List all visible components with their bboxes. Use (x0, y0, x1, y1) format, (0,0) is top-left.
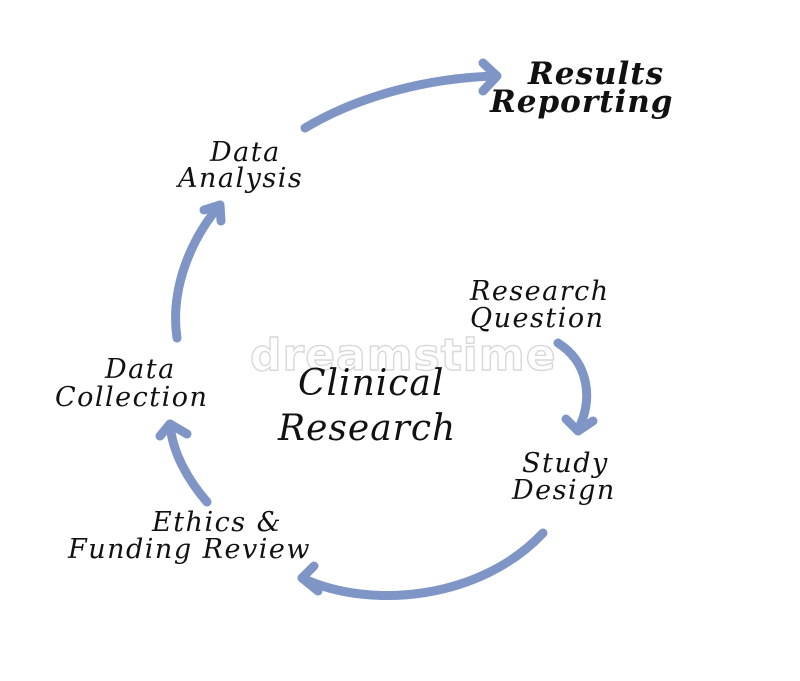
arrow-analysis-to-results (300, 71, 500, 133)
node-data-collection: Data Collection (55, 354, 208, 413)
node-results-reporting: Results Reporting (489, 56, 673, 120)
arrow-collection-to-analysis (171, 200, 225, 343)
data-analysis-line2: Analysis (175, 163, 303, 194)
results-reporting-line2: Reporting (489, 84, 673, 120)
arrowhead-analysis (199, 200, 226, 226)
study-design-line1: Study (522, 448, 609, 479)
ethics-review-line2: Funding Review (67, 534, 311, 565)
center-title-line2: Research (277, 408, 456, 449)
node-data-analysis: Data Analysis (175, 137, 303, 194)
arrowhead-ethics (297, 561, 323, 596)
center-title-line1: Clinical (298, 363, 444, 404)
node-study-design: Study Design (511, 448, 616, 506)
arrow-ethics-to-collection (165, 419, 212, 507)
results-reporting-line1: Results (527, 56, 664, 92)
arrowhead-design (561, 414, 598, 436)
research-question-line2: Question (470, 303, 605, 334)
arrowhead-results (478, 58, 502, 96)
center-topic: Clinical Research (277, 363, 456, 449)
data-collection-line1: Data (104, 354, 176, 385)
arrow-design-to-ethics (297, 528, 548, 601)
ethics-review-line1: Ethics & (151, 507, 282, 538)
research-question-line1: Research (469, 276, 610, 307)
data-collection-line2: Collection (55, 382, 208, 413)
arrow-question-to-design (553, 338, 592, 435)
node-research-question: Research Question (469, 276, 610, 334)
watermark: dreamstime (250, 330, 557, 381)
node-ethics-funding-review: Ethics & Funding Review (67, 507, 311, 565)
arrowhead-collection (155, 419, 192, 441)
data-analysis-line1: Data (209, 137, 281, 168)
study-design-line2: Design (511, 475, 616, 506)
